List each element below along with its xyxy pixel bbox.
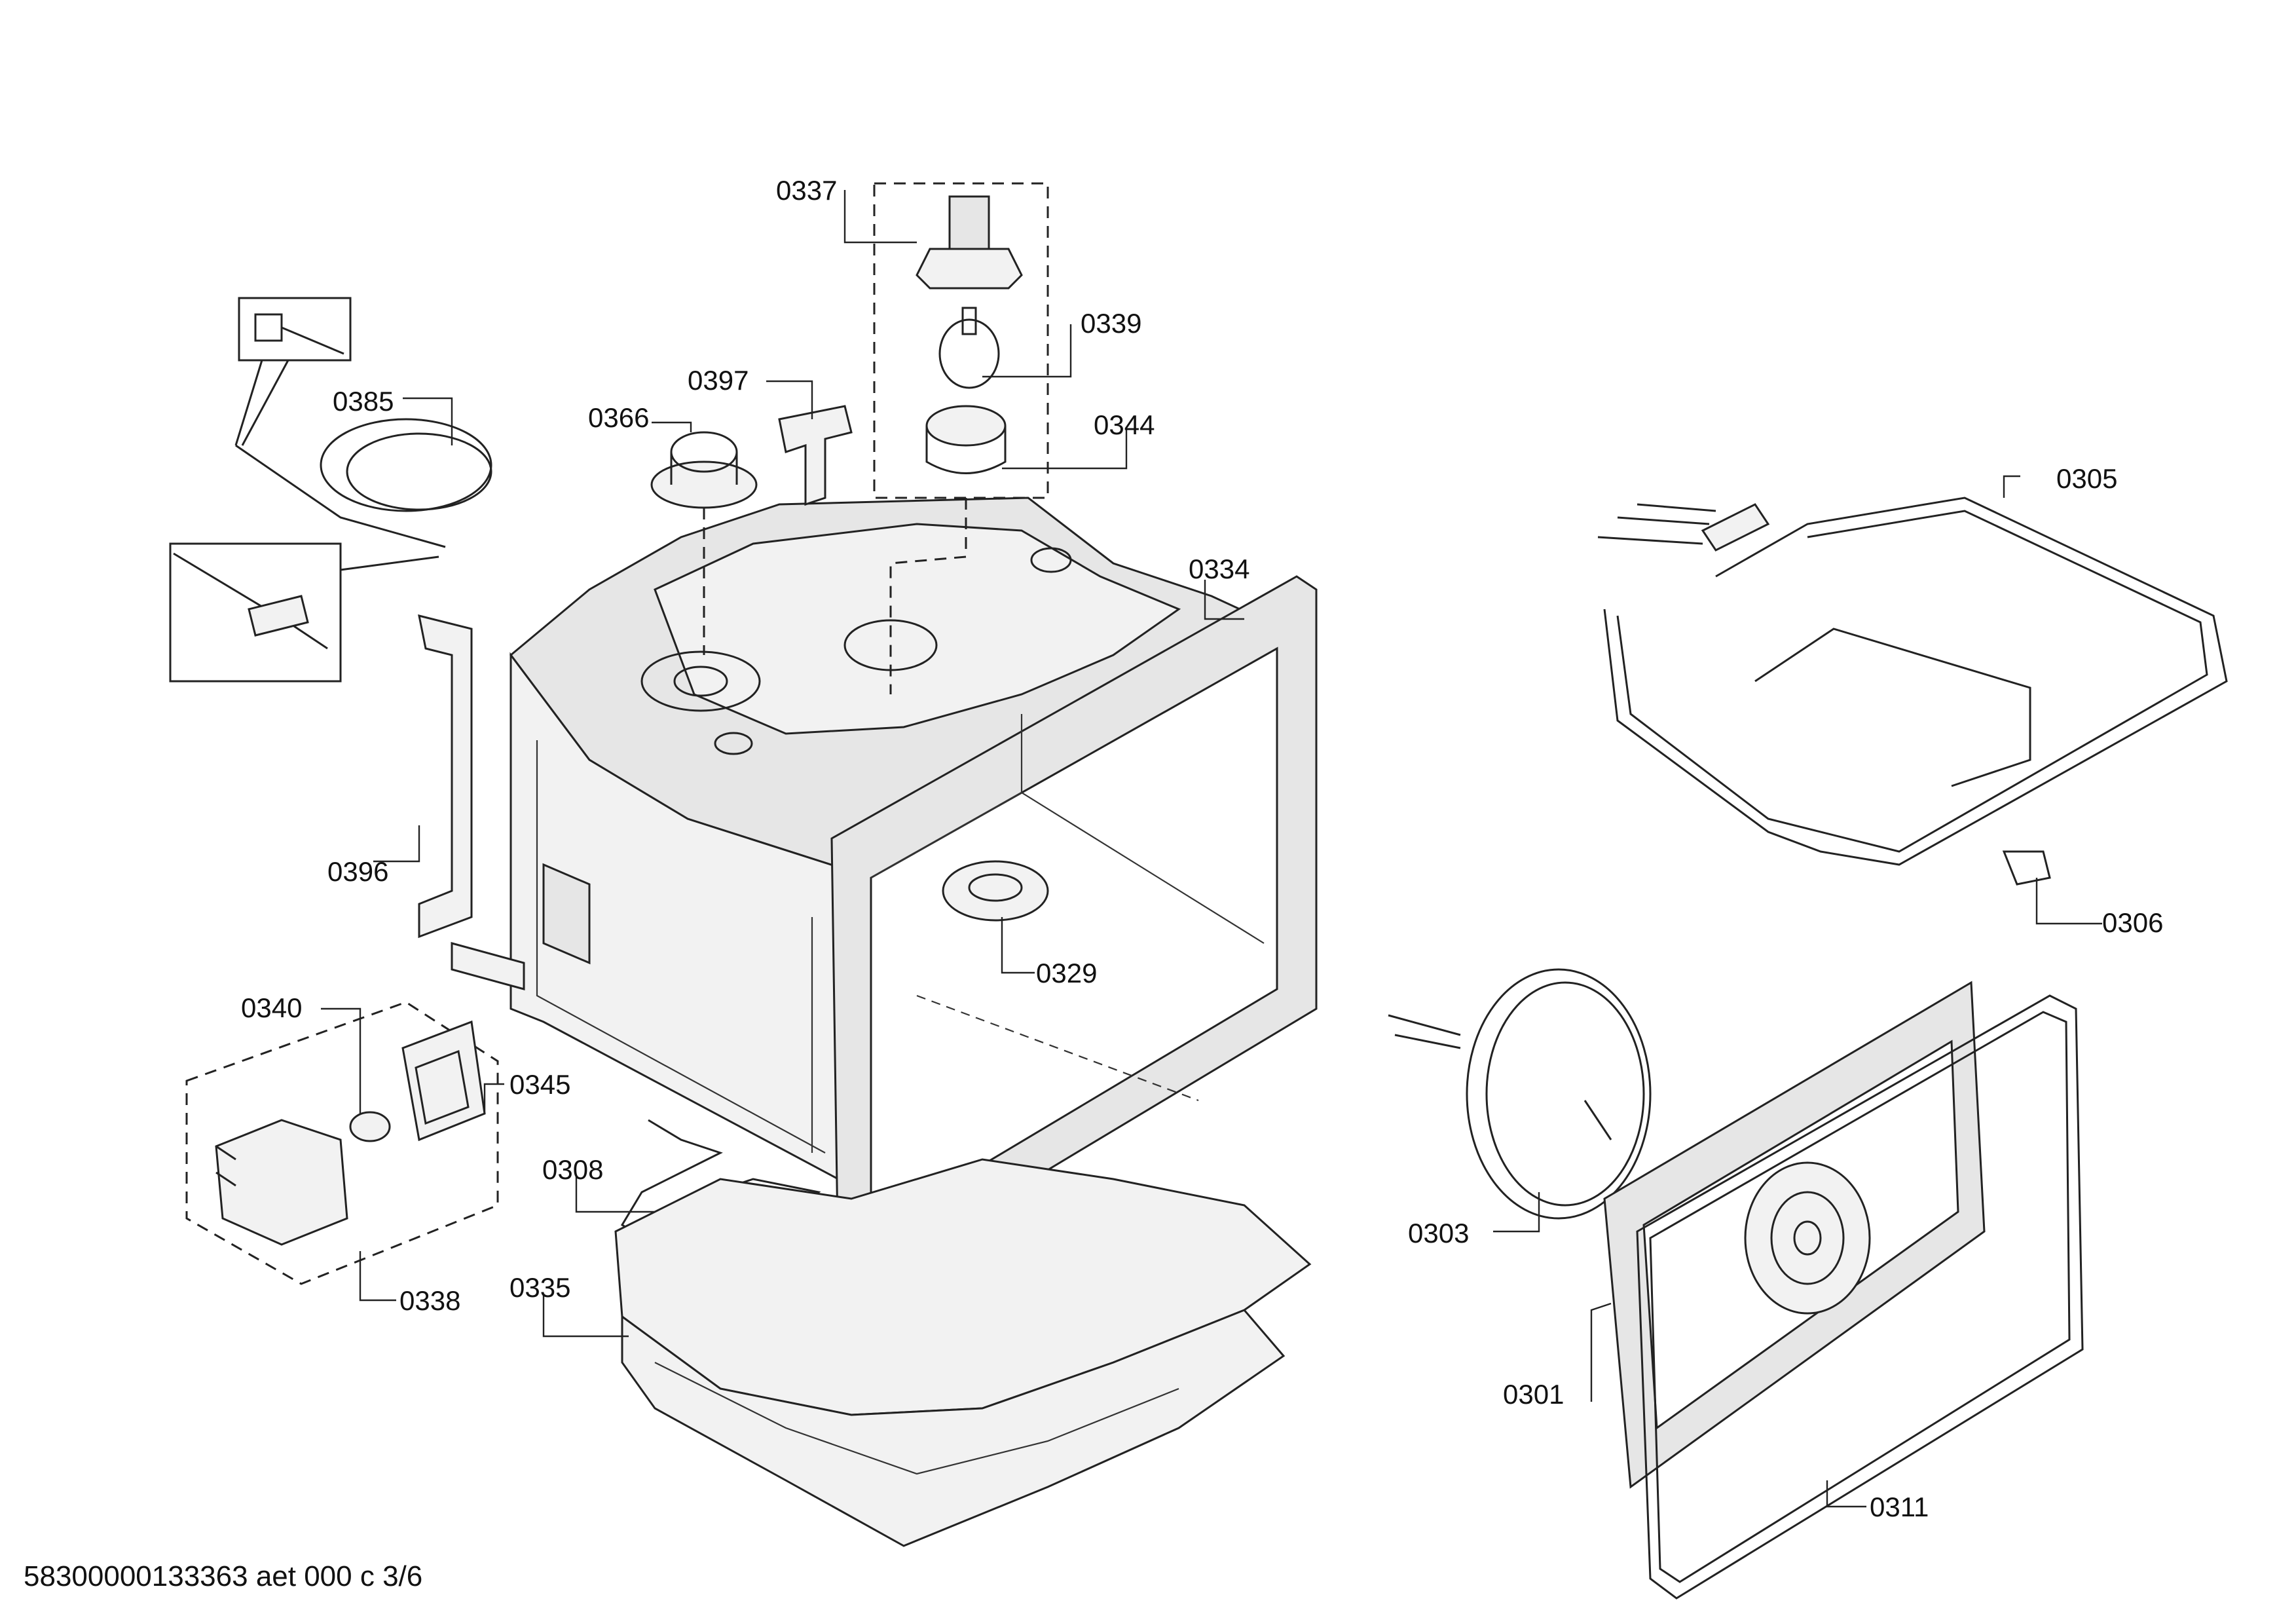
callout-0311: 0311: [1870, 1492, 1929, 1522]
callout-0305: 0305: [2056, 463, 2118, 494]
ring-heater-drawing: [1388, 968, 1652, 1220]
callout-0308: 0308: [542, 1154, 604, 1185]
leader-lines: [321, 190, 2102, 1508]
callout-0329: 0329: [1036, 958, 1098, 988]
callout-0338: 0338: [399, 1285, 461, 1316]
rail-0396-drawing: [418, 614, 473, 939]
callout-0397: 0397: [688, 365, 749, 396]
lamp-socket-group-drawing: [185, 1001, 499, 1285]
bracket-0397-drawing: [778, 405, 853, 506]
callout-0303: 0303: [1408, 1218, 1470, 1248]
callout-0344: 0344: [1094, 409, 1155, 440]
temperature-sensor-drawing: [169, 297, 492, 683]
callout-0301: 0301: [1503, 1379, 1565, 1410]
oven-cavity-drawing: [451, 497, 1318, 1285]
fan-support-drawing: [650, 431, 758, 655]
document-code: 58300000133363 aet 000 c 3/6: [24, 1560, 423, 1592]
insulation-mat-drawing: [614, 1158, 1312, 1547]
callout-0306: 0306: [2102, 907, 2164, 938]
door-seal-drawing: [1636, 994, 2084, 1600]
callout-0339: 0339: [1081, 308, 1142, 339]
callout-0385: 0385: [333, 386, 394, 417]
rear-wall-drawing: [1603, 981, 1986, 1489]
callout-0334: 0334: [1189, 554, 1250, 584]
callout-0396: 0396: [327, 856, 389, 887]
callout-0340: 0340: [241, 992, 303, 1023]
grill-heater-drawing: [1597, 497, 2228, 886]
callout-0337: 0337: [776, 175, 838, 206]
callout-0366: 0366: [588, 402, 650, 433]
oven-lamp-drawing: [873, 182, 1049, 694]
callout-0335: 0335: [509, 1272, 571, 1303]
callout-0345: 0345: [509, 1069, 571, 1100]
